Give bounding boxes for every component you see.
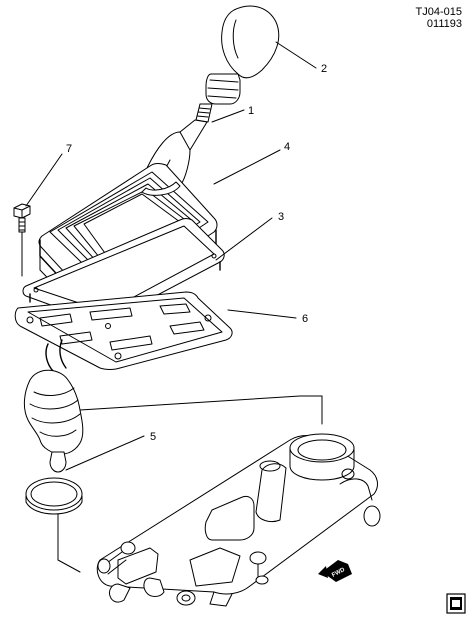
callout-1: 1 <box>248 105 254 117</box>
callout-4: 4 <box>284 141 290 153</box>
callout-2: 2 <box>321 63 327 75</box>
mounting-bolt <box>13 203 31 277</box>
forward-arrow-icon: FWD <box>318 560 352 582</box>
retaining-ring <box>25 477 83 515</box>
callout-7: 7 <box>66 143 72 155</box>
callout-5: 5 <box>150 431 156 443</box>
diagram-code: TJ04-015 <box>415 6 462 18</box>
leader-lines <box>25 41 317 471</box>
boot-retainer <box>22 218 225 324</box>
diagram-date-code: 011193 <box>426 18 462 30</box>
shifter-gasket <box>14 291 233 370</box>
shift-knob <box>205 5 280 105</box>
lower-dust-boot <box>23 339 84 473</box>
book-icon <box>446 593 466 614</box>
callout-3: 3 <box>278 211 284 223</box>
callout-6: 6 <box>302 313 308 325</box>
shifter-housing <box>57 395 381 607</box>
